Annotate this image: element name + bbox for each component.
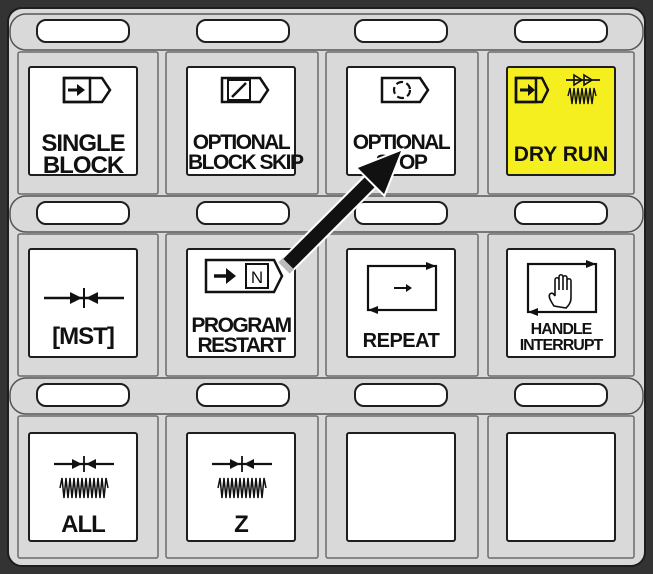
key-label-line: PROGRAM — [191, 314, 292, 337]
all-axis-lock-button[interactable]: ALL — [28, 432, 138, 542]
key-label-line: Z — [234, 511, 249, 538]
repeat-button[interactable]: REPEAT — [346, 248, 456, 358]
key-label-line: OPTIONAL — [192, 131, 291, 154]
key-label-line: ALL — [61, 511, 106, 538]
handle-interrupt-button[interactable]: HANDLE INTERRUPT — [506, 248, 616, 358]
indicator-slot — [514, 201, 608, 225]
indicator-slot — [514, 19, 608, 43]
single-block-icon — [62, 76, 112, 104]
indicator-slot — [514, 383, 608, 407]
dry-run-button[interactable]: DRY RUN — [506, 66, 616, 176]
indicator-slot — [354, 19, 448, 43]
single-block-button[interactable]: SINGLE BLOCK — [28, 66, 138, 179]
key-label-line: HANDLE — [530, 321, 593, 338]
optional-stop-button[interactable]: OPTIONAL STOP — [346, 66, 456, 176]
indicator-slot — [196, 201, 290, 225]
key-label-line: STOP — [375, 151, 428, 174]
repeat-icon — [366, 262, 438, 314]
key-label-line: DRY RUN — [513, 143, 609, 166]
mst-lock-button[interactable]: [MST] — [28, 248, 138, 358]
blank-key[interactable] — [346, 432, 456, 542]
indicator-slot — [36, 383, 130, 407]
indicator-slot — [196, 383, 290, 407]
indicator-slot — [354, 201, 448, 225]
key-label-line: [MST] — [52, 323, 115, 350]
key-label-line: INTERRUPT — [519, 337, 604, 354]
svg-text:N: N — [251, 268, 263, 287]
axis-lock-icon — [54, 456, 114, 499]
key-label-line: OPTIONAL — [352, 131, 451, 154]
z-axis-lock-button[interactable]: Z — [186, 432, 296, 542]
indicator-slot — [196, 19, 290, 43]
program-restart-button[interactable]: N PROGRAM RESTART — [186, 248, 296, 358]
axis-lock-icon — [212, 456, 272, 499]
indicator-slot — [36, 201, 130, 225]
optional-stop-icon — [380, 76, 430, 104]
indicator-slot — [354, 383, 448, 407]
lock-icon — [44, 288, 124, 308]
indicator-slot — [36, 19, 130, 43]
handle-interrupt-icon — [526, 260, 598, 316]
key-label-line: REPEAT — [362, 330, 440, 352]
key-label-line: SINGLE — [41, 130, 125, 157]
blank-key[interactable] — [506, 432, 616, 542]
key-label-line: BLOCK SKIP — [188, 151, 304, 174]
key-label-line: BLOCK — [42, 152, 124, 179]
optional-block-skip-button[interactable]: OPTIONAL BLOCK SKIP — [186, 66, 304, 176]
block-skip-icon — [220, 76, 270, 104]
dry-run-icon — [514, 73, 600, 105]
program-restart-icon: N — [204, 258, 284, 294]
key-label-line: RESTART — [197, 334, 286, 357]
